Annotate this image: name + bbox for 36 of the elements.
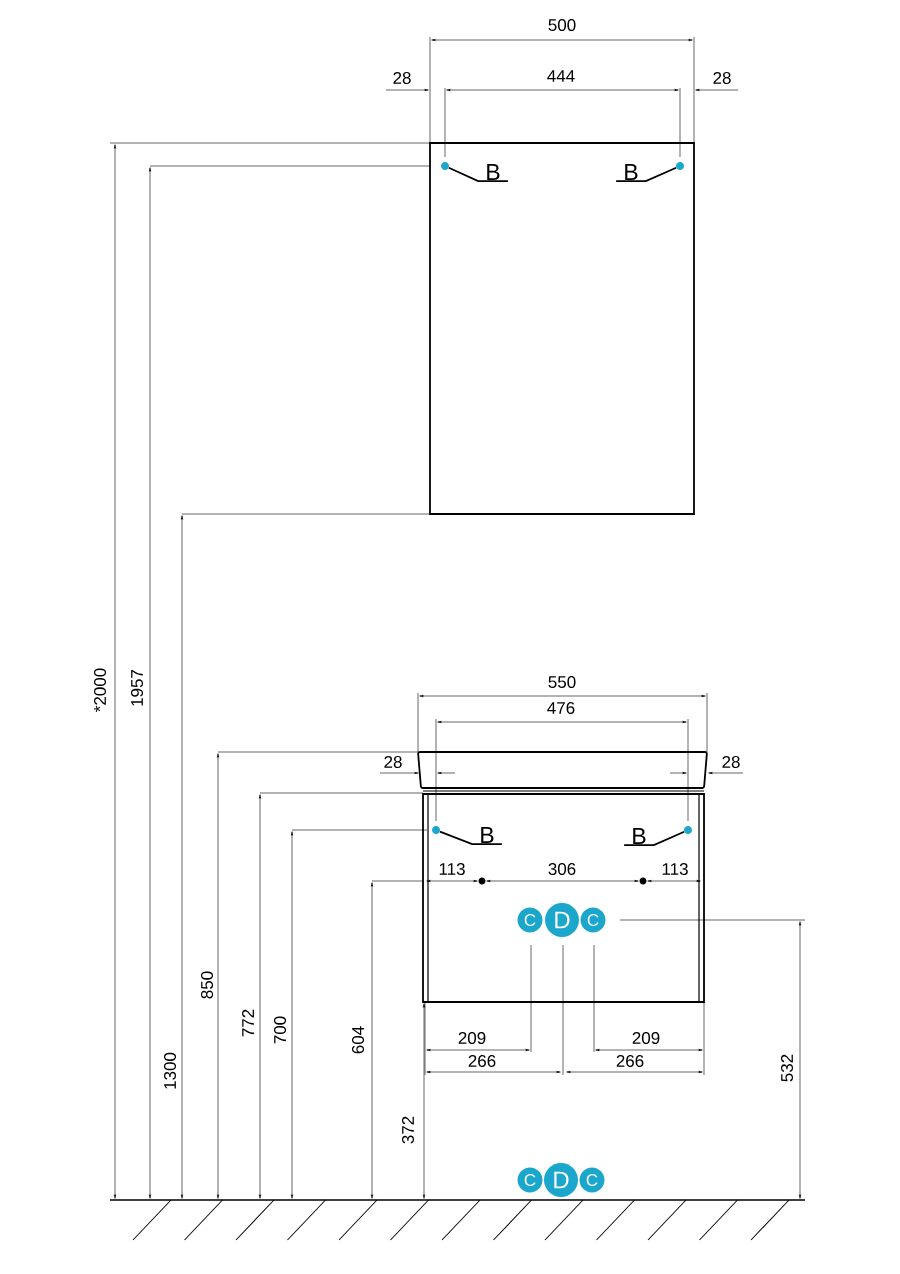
dimension-label: 1957 (131, 669, 144, 706)
dimension-label: 306 (548, 863, 576, 876)
connection-point (432, 826, 440, 834)
dimension-label: 266 (468, 1055, 496, 1068)
callout-letter: B (487, 164, 500, 180)
dimension-label: 113 (662, 863, 688, 876)
dimension-label: 28 (713, 72, 731, 85)
dimension-label: 113 (439, 863, 465, 876)
dimension-label: 500 (548, 19, 576, 32)
leader-line (447, 166, 509, 182)
dimension-label: 28 (384, 756, 402, 769)
leader-line (439, 830, 503, 845)
dimension-label: 604 (352, 1026, 365, 1054)
connection-point (676, 162, 684, 170)
dimension-label: 209 (458, 1032, 486, 1045)
dimension-label: 700 (274, 1016, 287, 1044)
dimension-label: 772 (242, 1009, 254, 1037)
connection-point (441, 162, 449, 170)
callout-letter: B (633, 828, 646, 844)
dimension-label: 1300 (164, 1052, 177, 1089)
dimension-label: *2000 (94, 668, 107, 712)
leader-line (615, 166, 678, 182)
callout-letter: B (625, 164, 638, 180)
callout-letter: B (481, 827, 494, 843)
dimension-label: 372 (402, 1116, 415, 1144)
connection-point (684, 826, 692, 834)
leader-line (623, 830, 686, 846)
dimension-label: 550 (548, 676, 576, 689)
dimension-label: 476 (547, 702, 575, 715)
dimension-label: 850 (201, 971, 214, 999)
dimension-label: 444 (547, 70, 575, 82)
dimension-label: 209 (632, 1032, 660, 1045)
dimension-label: 532 (781, 1054, 794, 1082)
dimension-label: 28 (722, 756, 740, 769)
dimension-label: 28 (393, 72, 411, 85)
dimension-label: 266 (616, 1055, 644, 1068)
